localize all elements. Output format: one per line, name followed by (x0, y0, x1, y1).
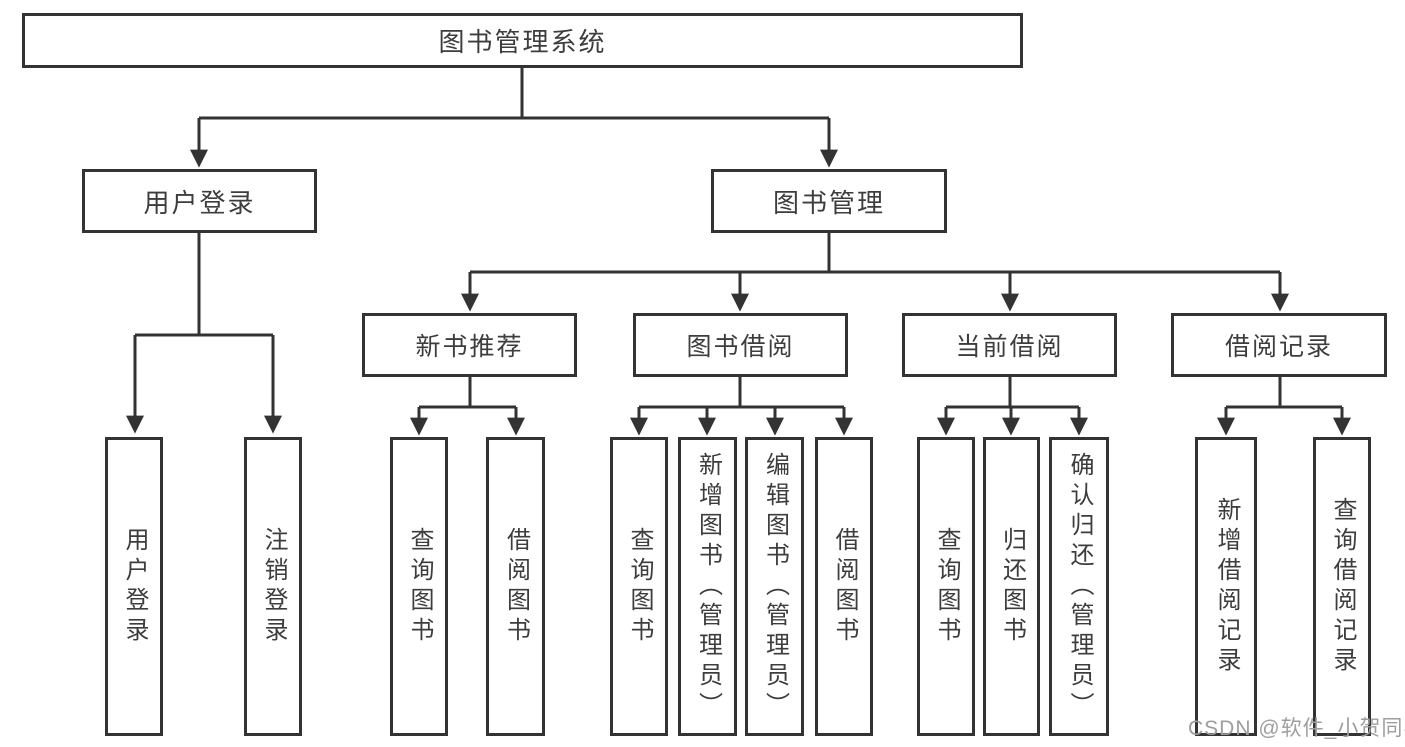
leaf-query-book-under-current: 查询图书 (917, 437, 975, 736)
node-borrowing-records-label: 借阅记录 (1224, 333, 1333, 361)
node-user-login-label: 用户登录 (143, 187, 256, 218)
leaf-add-book-admin: 新增图书（管理员） (678, 437, 737, 736)
connector-current-borrow-split (946, 377, 1079, 409)
csdn-watermark: CSDN @软件_小贺同学 (1188, 717, 1405, 740)
node-book-borrowing-label: 图书借阅 (686, 333, 795, 361)
leaf-query-book-label: 查询图书 (406, 526, 433, 647)
leaf-query-borrow-record-label: 查询借阅记录 (1329, 496, 1356, 677)
leaf-borrow-book-under-borrowing: 借阅图书 (815, 437, 873, 736)
leaf-return-book-label: 归还图书 (998, 526, 1026, 647)
node-new-book-recommendation: 新书推荐 (362, 313, 577, 377)
leaf-add-book-admin-label: 新增图书（管理员） (694, 451, 722, 722)
leaf-confirm-return-admin-label: 确认归还（管理员） (1066, 451, 1093, 722)
leaf-query-book-under-recommendation: 查询图书 (390, 437, 448, 736)
leaf-logout-label: 注销登录 (260, 526, 287, 647)
node-root-system: 图书管理系统 (22, 13, 1023, 68)
leaf-edit-book-admin: 编辑图书（管理员） (745, 437, 804, 736)
leaf-add-borrow-record-label: 新增借阅记录 (1213, 496, 1240, 677)
connector-borrow-record-split (1226, 377, 1342, 409)
node-current-borrowing-label: 当前借阅 (955, 333, 1064, 361)
node-new-book-recommendation-label: 新书推荐 (415, 333, 524, 361)
leaf-borrow-book-under-recommendation: 借阅图书 (486, 437, 545, 736)
leaf-edit-book-admin-label: 编辑图书（管理员） (761, 451, 789, 722)
connector-new-book-split (419, 377, 516, 409)
leaf-user-login-label: 用户登录 (121, 526, 148, 647)
connector-user-login-split (135, 233, 273, 337)
leaf-borrow-book-label: 借阅图书 (502, 526, 530, 647)
leaf-confirm-return-admin: 确认归还（管理员） (1049, 437, 1109, 736)
node-current-borrowing: 当前借阅 (902, 313, 1117, 377)
leaf-query-borrow-record: 查询借阅记录 (1313, 437, 1371, 736)
node-book-borrowing: 图书借阅 (633, 313, 848, 377)
leaf-add-borrow-record: 新增借阅记录 (1195, 437, 1257, 736)
node-root-label: 图书管理系统 (438, 27, 607, 57)
leaf-return-book: 归还图书 (983, 437, 1040, 736)
leaf-query-book-label: 查询图书 (626, 526, 653, 647)
leaf-query-book-under-borrowing: 查询图书 (610, 437, 668, 736)
node-book-management-label: 图书管理 (772, 187, 885, 218)
leaf-query-book-label: 查询图书 (933, 526, 960, 647)
leaf-user-login: 用户登录 (105, 437, 163, 736)
connector-book-borrow-split (639, 377, 844, 409)
node-user-login: 用户登录 (82, 169, 317, 233)
leaf-logout: 注销登录 (244, 437, 302, 736)
connector-book-mgmt-split (470, 233, 1280, 274)
leaf-borrow-book-label: 借阅图书 (831, 526, 858, 647)
connector-root-split (199, 68, 829, 120)
node-borrowing-records: 借阅记录 (1171, 313, 1387, 377)
node-book-management: 图书管理 (711, 169, 947, 233)
